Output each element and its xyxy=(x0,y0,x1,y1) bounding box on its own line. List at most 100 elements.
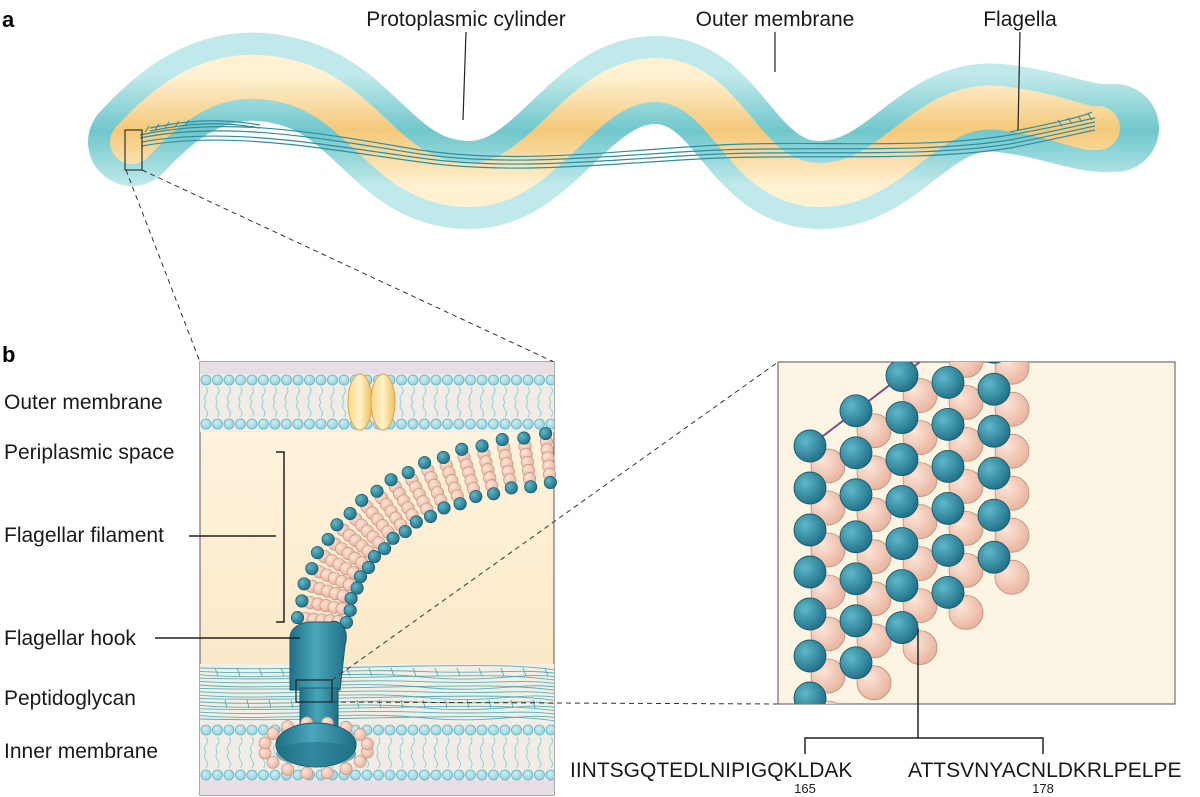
lipid-tail xyxy=(273,401,277,418)
sequence-segment-2: ATTSVNYACNLDKRLPELPE xyxy=(908,759,1181,782)
lattice-subunit-front xyxy=(839,562,873,596)
basal-body-subunit xyxy=(281,763,295,776)
filament-subunit-outer xyxy=(517,431,531,445)
lipid-tail xyxy=(319,386,323,403)
lipid-tail xyxy=(537,401,542,418)
lattice-subunit-front xyxy=(793,597,827,631)
peptidoglycan-crosslink xyxy=(555,700,557,708)
lipid-tail xyxy=(284,401,289,418)
lipid-head xyxy=(246,769,258,781)
lattice-subunit-front xyxy=(977,372,1011,406)
lipid-head xyxy=(258,374,269,386)
lipid-head xyxy=(419,769,430,781)
lipid-tail xyxy=(330,386,335,403)
filament-subunit-outer xyxy=(495,433,509,447)
lipid-head xyxy=(292,374,304,386)
lipid-head xyxy=(200,724,212,736)
lipid-tail xyxy=(526,401,530,418)
label-periplasmic-space: Periplasmic space xyxy=(4,441,174,464)
lipid-head xyxy=(419,418,430,430)
lipid-head xyxy=(212,418,223,430)
lipid-tail xyxy=(204,401,208,418)
flagellar-hook xyxy=(289,620,347,691)
lipid-head xyxy=(212,374,223,386)
filament-subunit-outer xyxy=(297,577,311,591)
lipid-tail xyxy=(422,736,427,753)
lipid-head xyxy=(212,724,223,736)
filament-subunit-outer xyxy=(437,501,451,515)
peptidoglycan-crosslink xyxy=(412,667,417,677)
spirochete-body xyxy=(88,32,1159,229)
lipid-tail xyxy=(434,386,438,403)
lipid-tail xyxy=(238,736,243,753)
lipid-head xyxy=(246,418,258,430)
lipid-tail xyxy=(549,386,553,403)
lattice-subunit-front xyxy=(885,401,919,435)
lipid-tail xyxy=(227,386,231,403)
lipid-head xyxy=(442,418,453,430)
label-flagellar-hook: Flagellar hook xyxy=(4,627,136,650)
lattice-subunit-front xyxy=(839,436,873,470)
lattice-subunit-front xyxy=(931,449,965,483)
filament-subunit-outer xyxy=(321,532,335,546)
lipid-head xyxy=(407,724,419,736)
lipid-head xyxy=(361,769,373,781)
lipid-head xyxy=(545,418,554,430)
basal-body-subunit xyxy=(258,736,272,750)
lipid-head xyxy=(534,769,545,781)
lipid-tail xyxy=(422,401,427,418)
lipid-tail xyxy=(204,736,208,753)
lipid-head xyxy=(545,724,554,736)
lattice-subunit-front xyxy=(932,324,964,356)
lipid-tail xyxy=(468,386,473,403)
peptidoglycan-crosslink xyxy=(400,699,404,709)
lipid-head xyxy=(396,418,407,430)
lipid-head xyxy=(269,418,281,430)
lattice-subunit-front xyxy=(977,540,1011,574)
lipid-tail xyxy=(480,736,484,753)
lattice-subunit-back xyxy=(995,308,1029,342)
lipid-head xyxy=(235,418,246,430)
peptidoglycan-crosslink xyxy=(268,699,272,709)
lipid-tail xyxy=(227,736,231,753)
lipid-head xyxy=(453,769,465,781)
cell-envelope-section xyxy=(199,361,557,796)
lipid-tail xyxy=(480,752,484,769)
peptidoglycan-crosslink xyxy=(434,667,439,677)
lipid-tail xyxy=(549,752,553,769)
lipid-head xyxy=(315,374,327,386)
basal-body-subunit xyxy=(361,737,374,751)
lipid-head xyxy=(488,374,499,386)
lipid-head xyxy=(258,418,269,430)
lattice-subunit-front xyxy=(793,471,827,505)
lipid-head xyxy=(488,769,499,781)
lipid-tail xyxy=(376,752,381,769)
filament-subunit-outer xyxy=(386,531,400,545)
lattice-subunit-front xyxy=(839,478,873,512)
peptidoglycan-crosslink xyxy=(224,699,228,709)
basal-body-subunit xyxy=(353,755,367,768)
lipid-tail xyxy=(445,752,450,769)
lipid-tail xyxy=(411,386,415,403)
lipid-tail xyxy=(457,401,461,418)
label-flagellar-filament: Flagellar filament xyxy=(4,524,164,547)
lipid-head xyxy=(499,724,511,736)
label-flagella: Flagella xyxy=(983,8,1057,31)
filament-subunit-outer xyxy=(401,466,415,480)
lipid-tail xyxy=(457,736,461,753)
lattice-subunit-back xyxy=(817,700,839,704)
lipid-tail xyxy=(261,386,266,403)
lipid-tail xyxy=(215,736,220,753)
lipid-tail xyxy=(411,401,415,418)
filament-subunit-outer xyxy=(355,493,369,507)
lipid-tail xyxy=(399,736,404,753)
peptidoglycan-crosslink xyxy=(390,667,395,677)
lattice-bond xyxy=(948,305,994,340)
lipid-head xyxy=(522,418,534,430)
lipid-head xyxy=(304,418,315,430)
lipid-tail xyxy=(468,752,473,769)
lipid-head xyxy=(430,769,442,781)
peptidoglycan-crosslink xyxy=(290,699,294,709)
lipid-tail xyxy=(376,736,381,753)
peptidoglycan-crosslink xyxy=(456,667,461,677)
